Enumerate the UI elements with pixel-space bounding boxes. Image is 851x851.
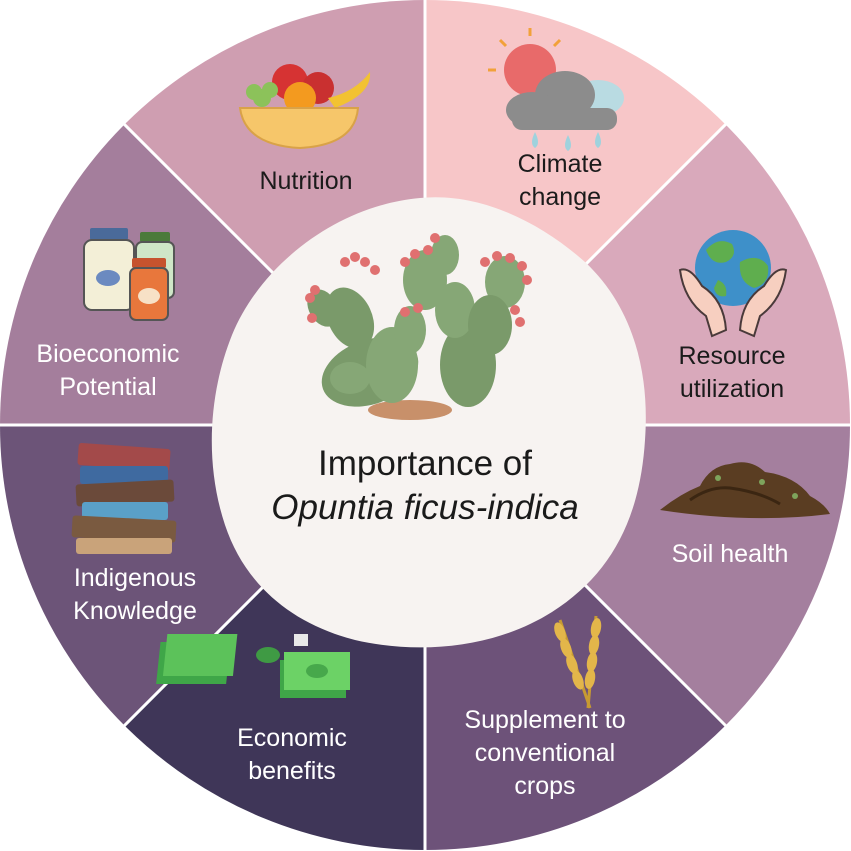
books-icon [71, 443, 177, 554]
segment-label-climate-change: Climate change [517, 150, 603, 211]
fruit-bowl-icon [238, 64, 371, 150]
hands-globe-icon [678, 230, 788, 338]
segment-label-supplement-crops: Supplement to conventional crops [464, 706, 626, 800]
segment-label-resource-utilization: Resource utilization [678, 342, 786, 403]
jars-icon [83, 228, 175, 321]
title-line-2: Opuntia ficus-indica [271, 488, 579, 527]
segment-label-soil-health: Soil health [671, 540, 789, 568]
segment-label-indigenous-knowledge: Indigenous Knowledge [73, 564, 197, 625]
soil-pile-icon [660, 462, 830, 519]
segment-label-nutrition: Nutrition [259, 167, 353, 195]
segment-label-bioeconomic-potential: Bioeconomic Potential [36, 340, 180, 401]
weather-icon [488, 28, 624, 151]
wheat-icon [554, 615, 602, 709]
center-title: Importance of Opuntia ficus-indica [271, 442, 578, 530]
segment-label-economic-benefits: Economic benefits [237, 724, 347, 785]
cactus-icon [305, 233, 532, 420]
money-stack-icon [156, 634, 350, 698]
title-line-1: Importance of [317, 444, 532, 483]
